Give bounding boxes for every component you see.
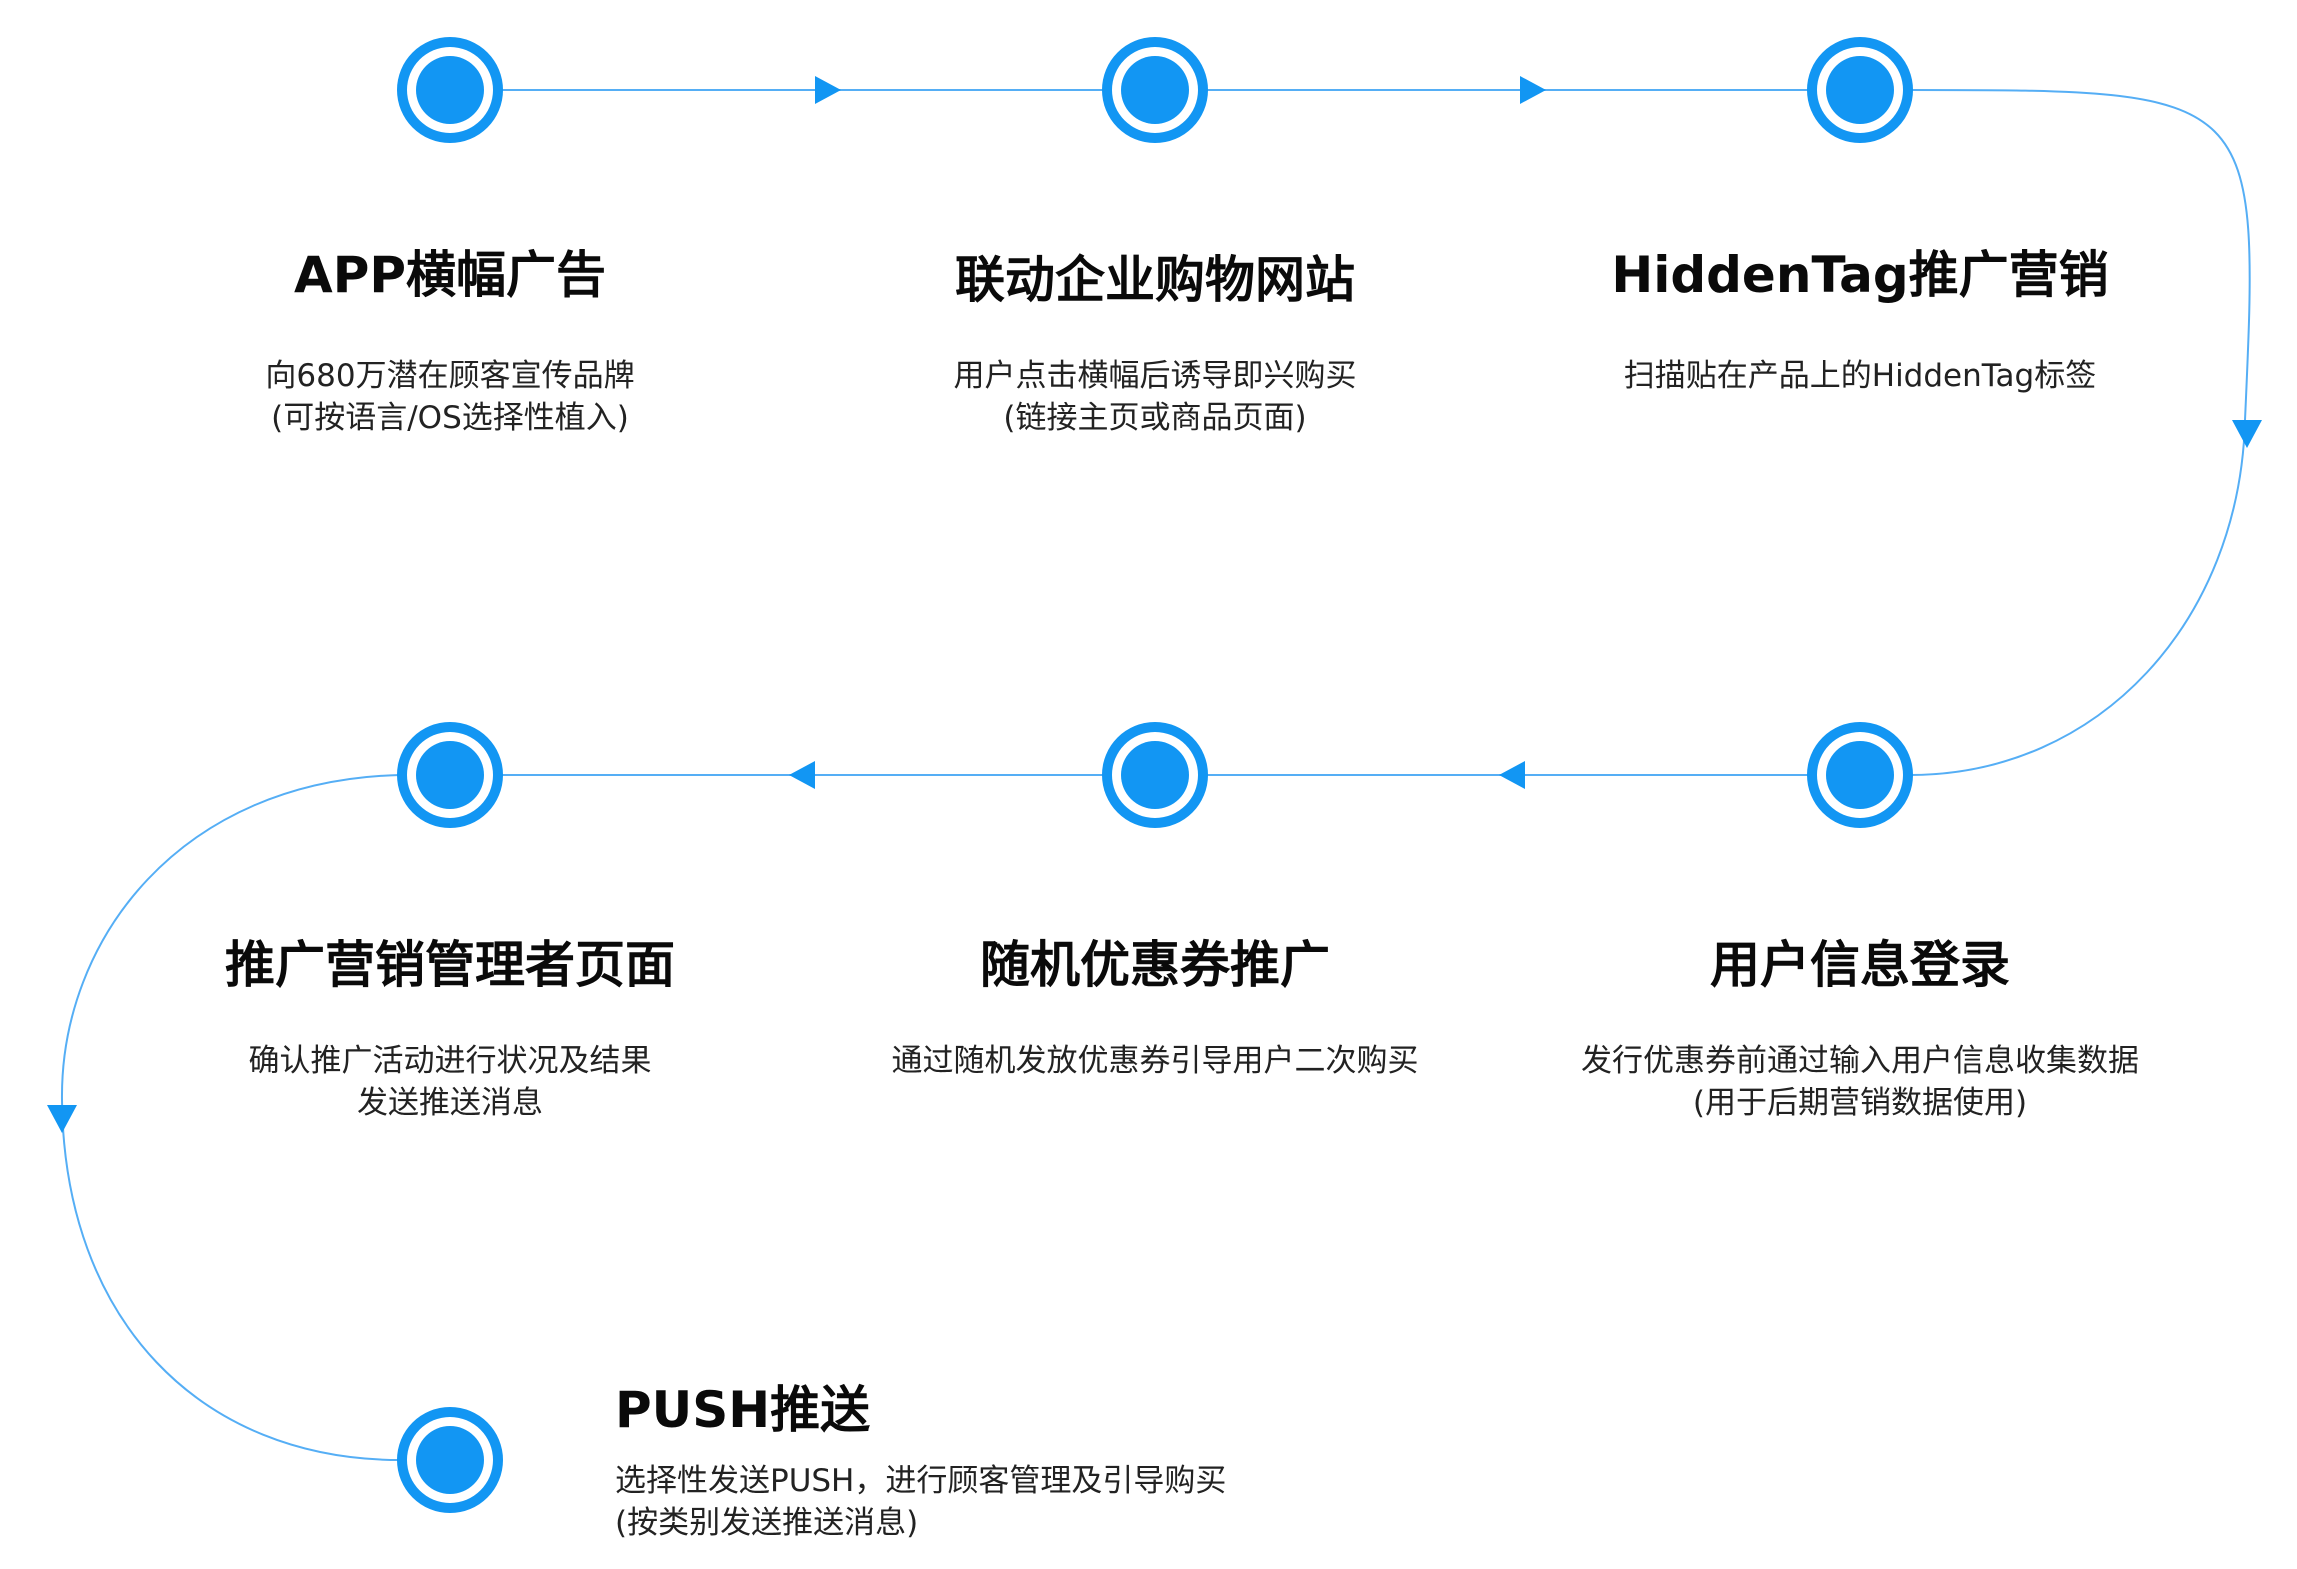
step-3-desc-line: 扫描贴在产品上的HiddenTag标签 (1623, 358, 2097, 394)
step-6-desc-line: 发送推送消息 (357, 1085, 543, 1121)
step-2-title: 联动企业购物网站 (955, 251, 1355, 309)
step-node-4 (1807, 722, 1913, 828)
step-node-1 (397, 37, 503, 143)
step-1-desc-line: (可按语言/OS选择性植入) (271, 400, 629, 436)
step-4-desc-line: (用于后期营销数据使用) (1692, 1085, 2028, 1121)
step-4-title: 用户信息登录 (1710, 936, 2010, 994)
step-2-desc-line: (链接主页或商品页面) (1003, 400, 1307, 436)
step-2-desc-line: 用户点击横幅后诱导即兴购买 (953, 358, 1357, 394)
step-5-title: 随机优惠券推广 (980, 936, 1330, 994)
step-node-2 (1102, 37, 1208, 143)
flow-nodes (397, 37, 1913, 1513)
step-4-desc-line: 发行优惠券前通过输入用户信息收集数据 (1581, 1043, 2139, 1079)
step-3-description: 扫描贴在产品上的HiddenTag标签 (1624, 355, 2096, 397)
step-5-desc-line: 通过随机发放优惠券引导用户二次购买 (891, 1043, 1419, 1079)
step-1-title: APP横幅广告 (294, 246, 606, 304)
flow-arrows (47, 76, 2262, 1133)
arrow-down-icon (47, 1105, 77, 1133)
arrow-right-icon (815, 76, 841, 104)
step-7-desc-line: 选择性发送PUSH，进行顾客管理及引导购买 (615, 1463, 1227, 1499)
step-node-7 (397, 1407, 503, 1513)
step-2-description: 用户点击横幅后诱导即兴购买 (链接主页或商品页面) (954, 355, 1357, 439)
step-7-title: PUSH推送 (615, 1381, 871, 1439)
arrow-left-icon (789, 761, 815, 789)
step-6-title: 推广营销管理者页面 (225, 936, 675, 994)
step-node-3 (1807, 37, 1913, 143)
step-3-title: HiddenTag推广营销 (1611, 246, 2109, 304)
step-7-desc-line: (按类别发送推送消息) (615, 1505, 919, 1541)
step-1-desc-line: 向680万潜在顾客宣传品牌 (265, 358, 635, 394)
arrow-right-icon (1520, 76, 1546, 104)
step-6-description: 确认推广活动进行状况及结果 发送推送消息 (249, 1040, 652, 1124)
step-7-description: 选择性发送PUSH，进行顾客管理及引导购买 (按类别发送推送消息) (615, 1460, 1226, 1544)
connector-3-4-curve (1909, 89, 2251, 776)
step-5-description: 通过随机发放优惠券引导用户二次购买 (892, 1040, 1419, 1082)
connector-6-7-curve (60, 774, 401, 1461)
step-6-desc-line: 确认推广活动进行状况及结果 (248, 1043, 652, 1079)
step-node-5 (1102, 722, 1208, 828)
step-1-description: 向680万潜在顾客宣传品牌 (可按语言/OS选择性植入) (265, 355, 634, 439)
arrow-down-icon (2232, 420, 2262, 448)
step-4-description: 发行优惠券前通过输入用户信息收集数据 (用于后期营销数据使用) (1581, 1040, 2139, 1124)
step-node-6 (397, 722, 503, 828)
arrow-left-icon (1499, 761, 1525, 789)
